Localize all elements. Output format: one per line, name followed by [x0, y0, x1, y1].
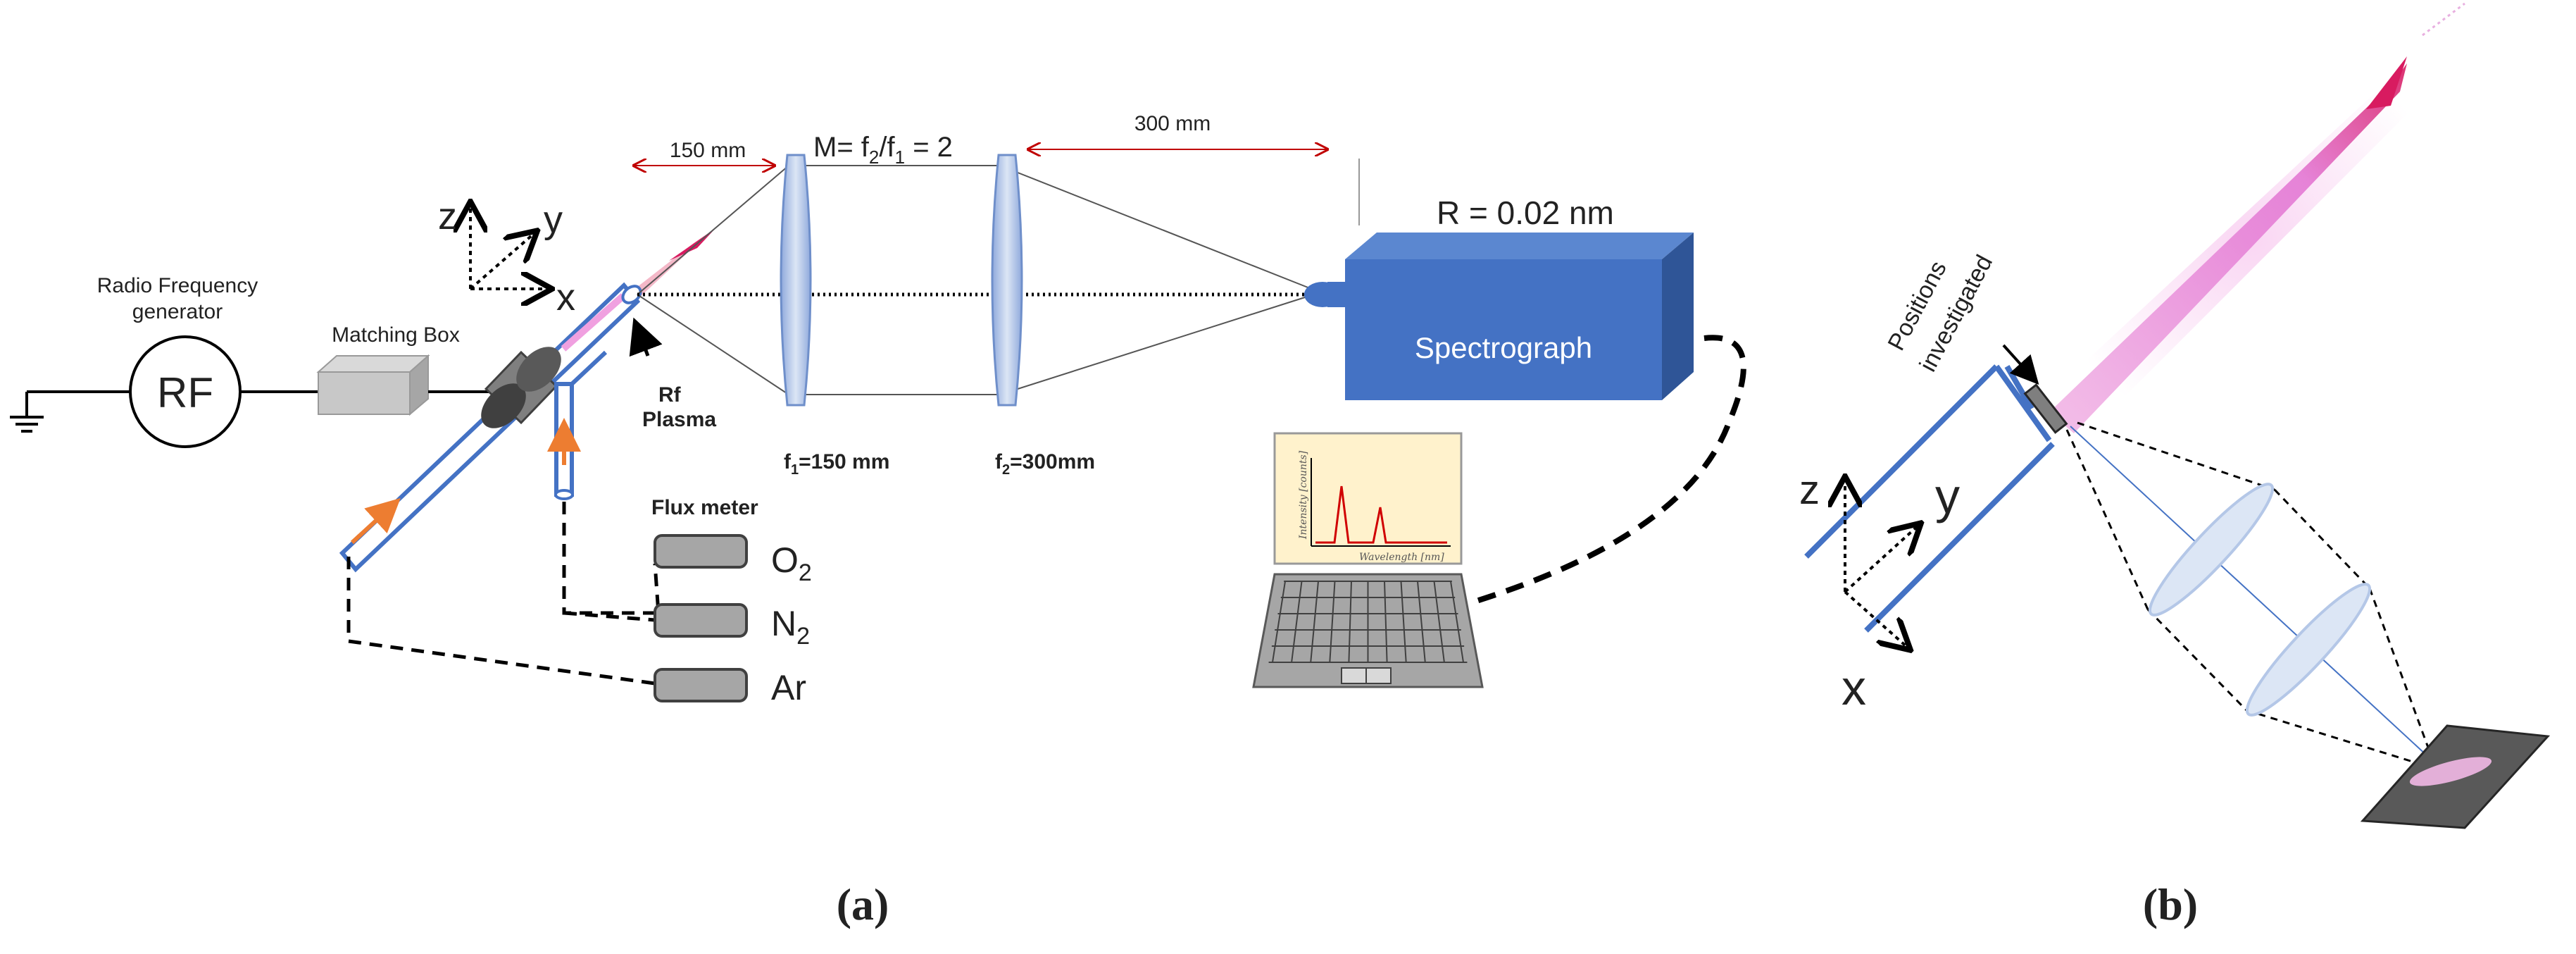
optical-path [637, 159, 1360, 395]
lens-b2 [2245, 583, 2372, 717]
lens-b1 [2148, 483, 2275, 617]
flux-meter-o2: O2 [654, 534, 812, 586]
chart-ylabel: Intensity [counts] [1298, 450, 1309, 540]
spectrograph-label: Spectrograph [1415, 331, 1592, 364]
rf-generator: RF Radio Frequency generator [97, 274, 258, 448]
axis-y-label: y [544, 199, 563, 241]
gas-o2-label: O2 [771, 540, 812, 586]
axes-a [470, 204, 549, 289]
spectrograph: Spectrograph [1304, 233, 1694, 400]
laptop: Intensity [counts] Wavelength [nm] [1252, 432, 1484, 688]
lens-f1-label: f1=150 mm [784, 450, 889, 478]
data-cable [1470, 335, 1746, 605]
dimension-300-label: 300 mm [1134, 112, 1211, 135]
keyboard-col-line [1450, 581, 1464, 663]
keyboard-col-line [1433, 581, 1445, 663]
keyboard-col-line [1310, 581, 1319, 663]
matching-box-label: Matching Box [332, 323, 460, 347]
torch-tube [339, 282, 641, 573]
rf-caption-line2: generator [132, 300, 223, 323]
flux-meter-n2: N2 [654, 603, 810, 650]
keyboard-col-line [1291, 581, 1303, 663]
torch-b [1804, 364, 2055, 633]
flux-meter-label: Flux meter [651, 496, 758, 519]
connector-cylinder [481, 347, 561, 428]
panel-a: RF Radio Frequency generator Matching Bo… [10, 112, 1746, 929]
panel-b: Positions investigated z y x [1799, 2, 2551, 929]
chart-xlabel: Wavelength [nm] [1359, 552, 1444, 563]
dimension-150-label: 150 mm [670, 139, 746, 162]
keyboard-col-line [1348, 581, 1352, 663]
laptop-spectrum-line [1315, 485, 1447, 544]
keyboard-col-line [1400, 581, 1407, 663]
detector-plate [2360, 724, 2551, 829]
plasma-plume [2042, 2, 2465, 437]
keyboard-col-line [1384, 581, 1388, 663]
collection-cone [2065, 421, 2434, 769]
rf-plasma: Rf Plasma [561, 228, 716, 431]
axes-b [1845, 479, 1919, 648]
axis-y-b-label: y [1935, 469, 1960, 524]
rf-plasma-line2: Plasma [642, 408, 716, 431]
axis-x-b-label: x [1842, 660, 1866, 715]
axis-z-b-label: z [1799, 467, 1820, 513]
lens-f2-label: f2=300mm [995, 450, 1095, 478]
laptop-keyboard [1268, 581, 1468, 663]
gas-lines [346, 502, 661, 686]
caption-a: (a) [837, 879, 889, 929]
keyboard-col-line [1272, 581, 1286, 663]
torch-tip [2023, 383, 2068, 434]
keyboard-col-line [1329, 581, 1336, 663]
lens-f2 [991, 154, 1023, 407]
resolution-label: R = 0.02 nm [1437, 194, 1614, 231]
positions-arrow [2002, 344, 2039, 385]
gas-n2-label: N2 [771, 604, 810, 650]
rf-label: RF [157, 369, 213, 416]
matching-box: Matching Box [316, 323, 460, 416]
axis-x-label: x [556, 276, 575, 318]
ground-icon [10, 390, 130, 433]
gas-ar-label: Ar [771, 668, 806, 707]
flux-meter-ar: Ar [654, 668, 806, 707]
side-tube [547, 350, 608, 500]
lens-f1 [780, 154, 812, 407]
rf-plasma-line1: Rf [658, 383, 682, 407]
magnification-label: M= f2/f1 = 2 [813, 132, 953, 168]
keyboard-col-line [1417, 581, 1426, 663]
axis-z-label: z [438, 195, 457, 237]
caption-b: (b) [2143, 879, 2198, 929]
rf-caption-line1: Radio Frequency [97, 274, 258, 297]
